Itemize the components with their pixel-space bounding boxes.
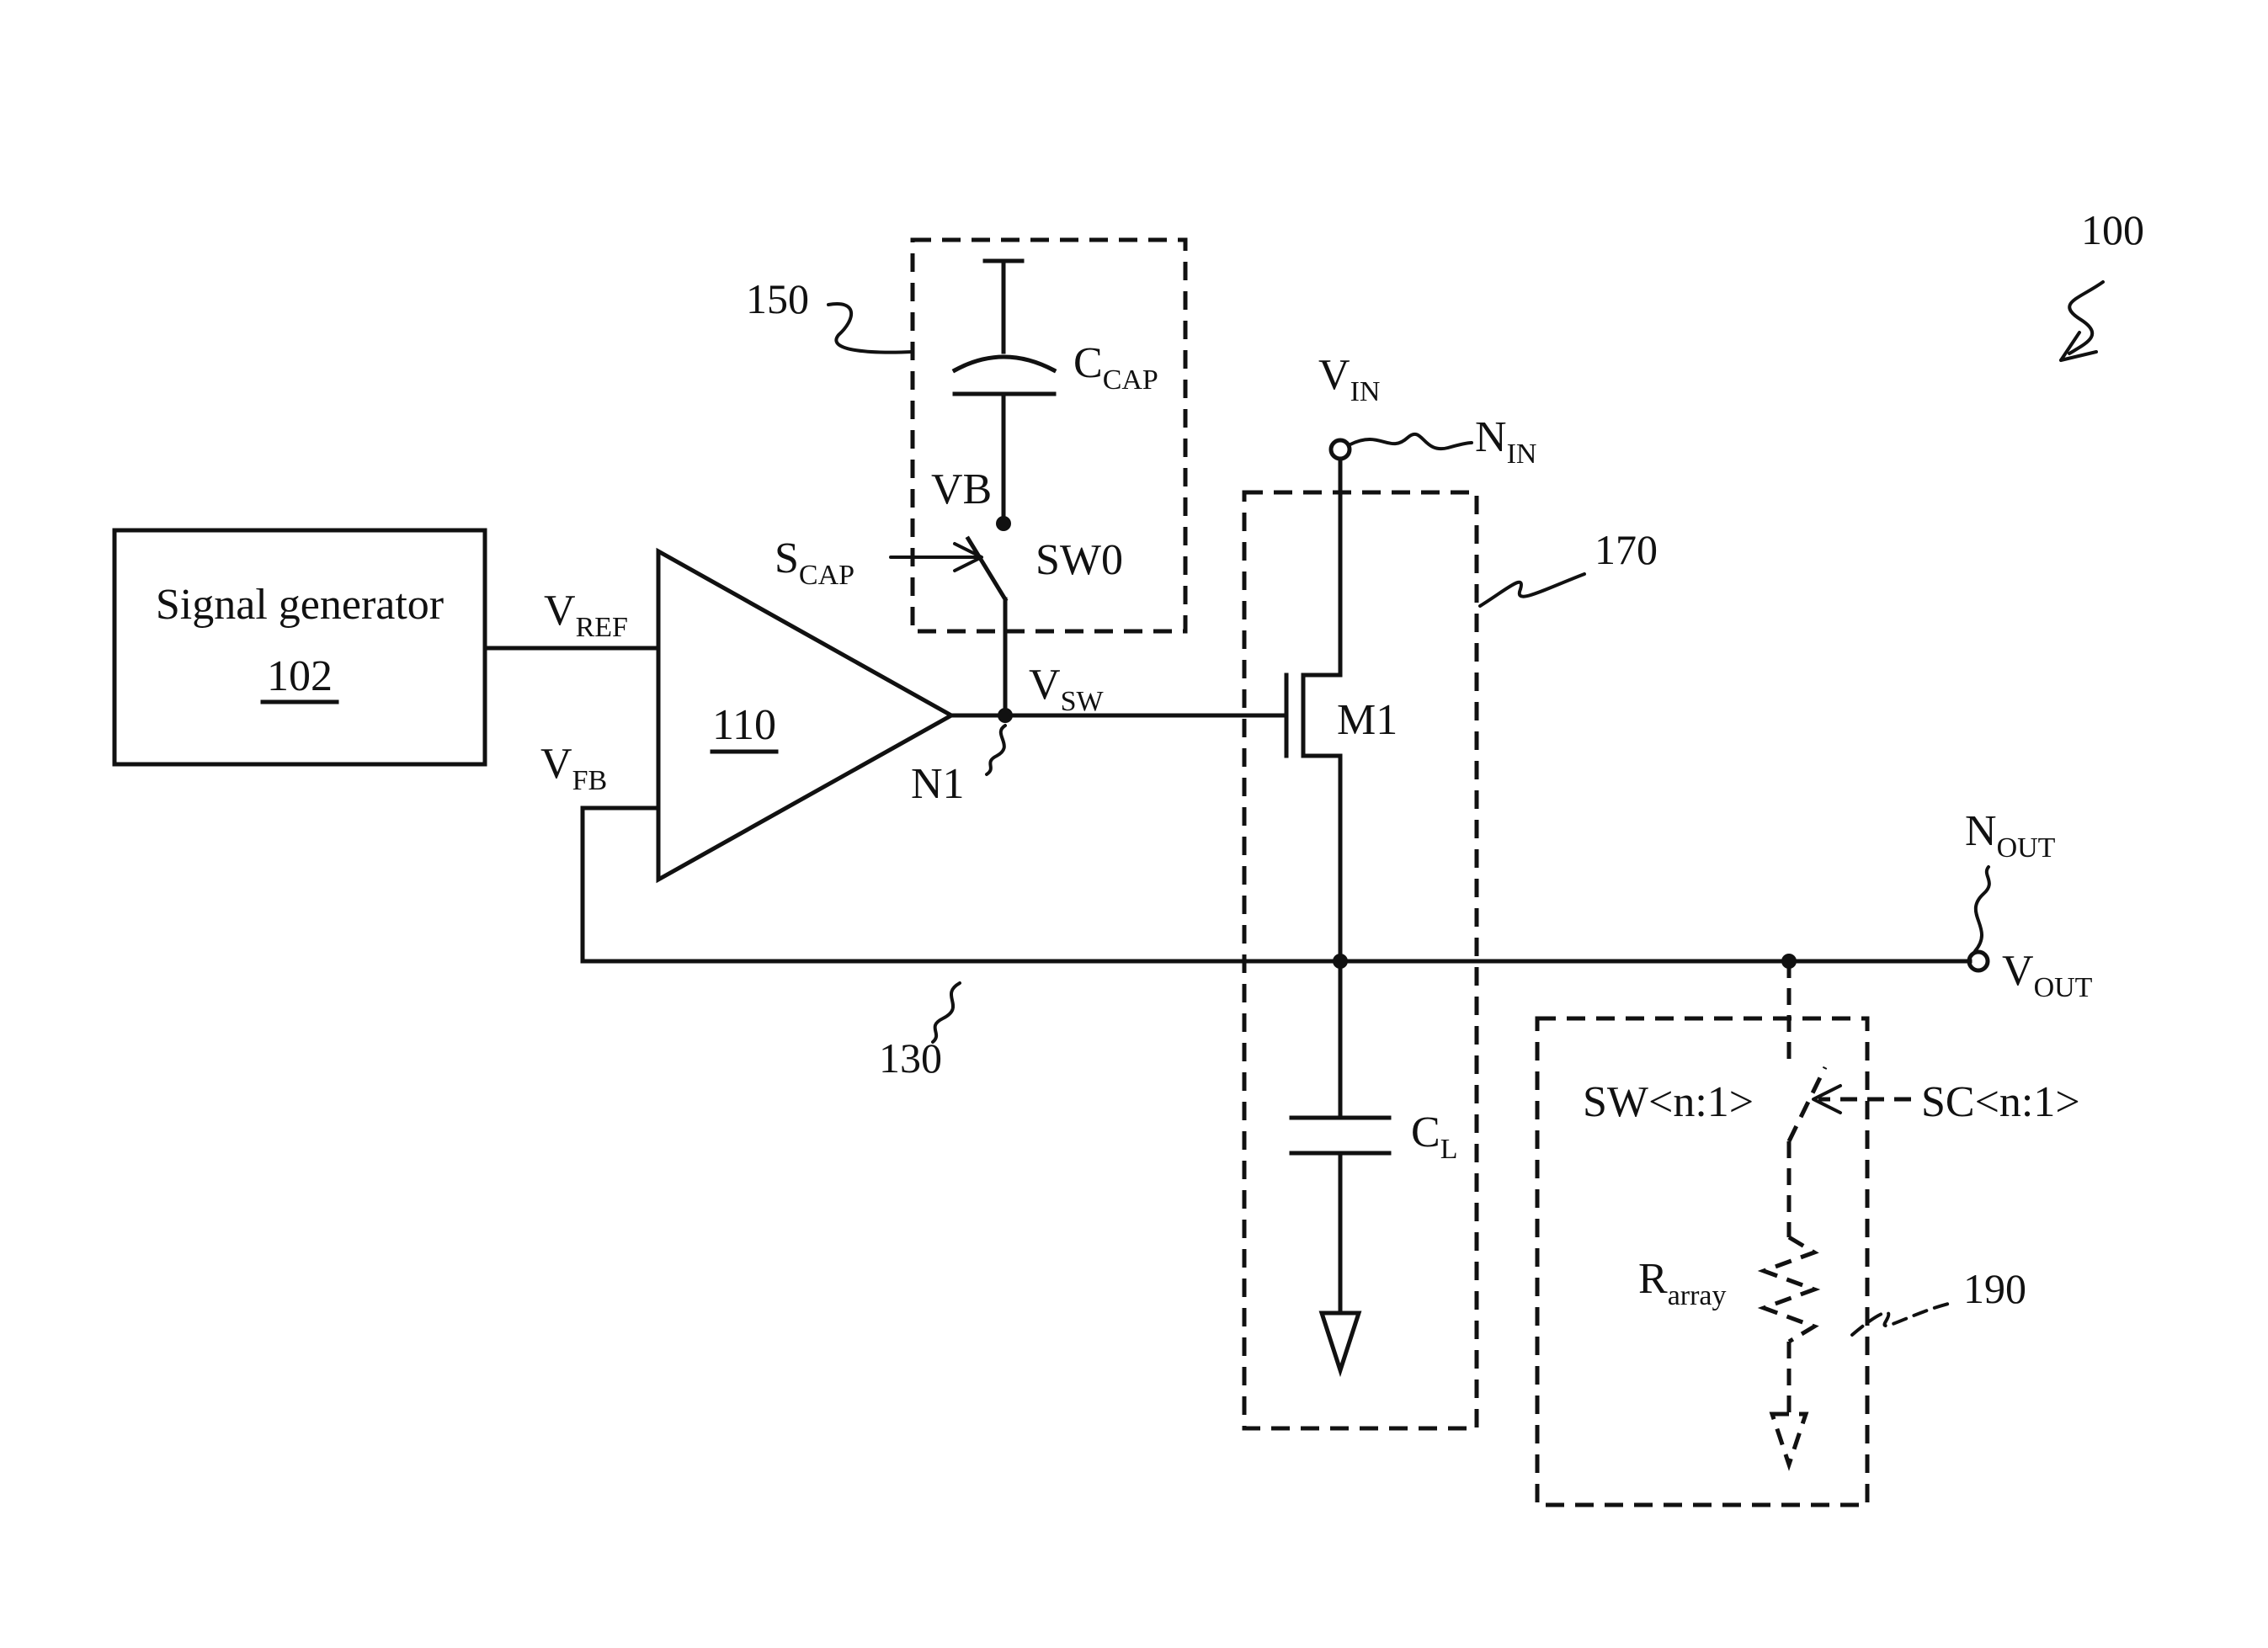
sw0-blade — [968, 539, 1005, 599]
node-n1-label: N1 — [911, 760, 965, 808]
transistor-circuit-170: VIN NIN M1 CL 170 — [1244, 351, 1658, 1428]
nin-label: NIN — [1475, 413, 1536, 470]
rarray-resistor — [1764, 1237, 1814, 1342]
rarray-label: Rarray — [1638, 1255, 1727, 1311]
vsw-label: VSW — [1029, 661, 1104, 717]
transistor-circuit-ref: 170 — [1595, 526, 1658, 573]
vb-node-label: VB — [931, 465, 992, 513]
nout-leader — [1975, 867, 1989, 951]
feedback-path-ref: 130 — [879, 1034, 942, 1082]
m1-label: M1 — [1337, 696, 1398, 744]
vin-terminal — [1331, 440, 1350, 459]
amplifier-ref: 110 — [712, 701, 776, 749]
node-n1-leader — [987, 726, 1005, 774]
ccap-label: CCAP — [1073, 339, 1158, 396]
feedback-path-wire — [583, 808, 1970, 961]
capacitor-circuit-150: CCAP VB SW0 SCAP 150 — [746, 240, 1185, 631]
nout-label: NOUT — [1965, 807, 2056, 864]
sw0-label: SW0 — [1036, 536, 1123, 584]
load-circuit-ref: 190 — [1963, 1265, 2026, 1312]
transistor-circuit-leader — [1480, 574, 1584, 606]
signal-generator-label: Signal generator — [156, 581, 444, 629]
load-switch-label: SW<n:1> — [1583, 1078, 1754, 1126]
amplifier-triangle — [658, 551, 951, 880]
nin-leader — [1350, 434, 1472, 449]
signal-generator-block: Signal generator 102 — [114, 530, 485, 764]
scap-label: SCAP — [775, 534, 854, 591]
sc-control-label: SC<n:1> — [1921, 1078, 2080, 1126]
vin-label: VIN — [1318, 351, 1380, 407]
ccap-curved-plate — [955, 357, 1054, 370]
amplifier-110: 110 — [658, 551, 951, 880]
load-circuit-190: SW<n:1> SC<n:1> Rarray 190 — [1537, 961, 2080, 1505]
load-ground-symbol — [1772, 1414, 1806, 1465]
vout-node-dot — [1333, 954, 1348, 969]
vout-label: VOUT — [2002, 947, 2093, 1003]
figure-number: 100 — [2081, 206, 2144, 253]
vfb-label: VFB — [540, 740, 607, 796]
signal-generator-box — [114, 530, 485, 764]
vb-node-dot — [996, 516, 1011, 531]
vref-label: VREF — [544, 587, 628, 643]
cl-label: CL — [1411, 1108, 1457, 1165]
ground-symbol — [1322, 1313, 1359, 1370]
capacitor-circuit-leader — [828, 304, 913, 353]
feedback-path-leader — [933, 983, 960, 1042]
signal-generator-ref: 102 — [267, 652, 333, 700]
figure-ref-100: 100 — [2061, 206, 2144, 360]
capacitor-circuit-ref: 150 — [746, 275, 809, 322]
